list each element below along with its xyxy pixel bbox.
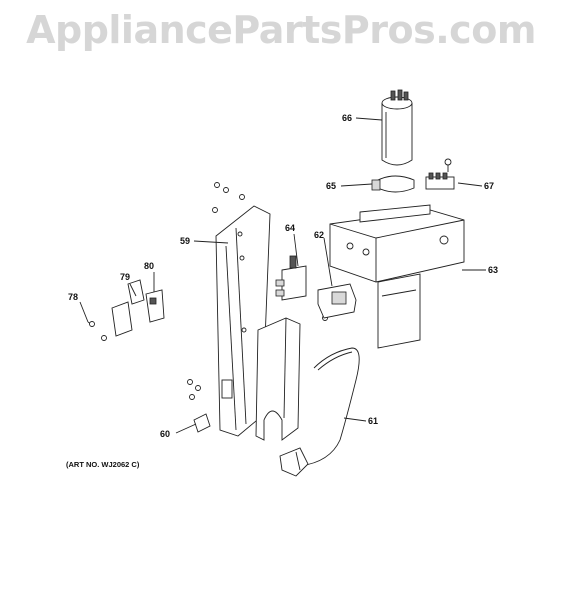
callout-63: 63 <box>488 265 498 275</box>
callout-78: 78 <box>68 292 78 302</box>
callout-65: 65 <box>326 181 336 191</box>
terminal-block-part <box>425 158 455 190</box>
callout-59: 59 <box>180 236 190 246</box>
callout-64: 64 <box>285 223 295 233</box>
watermark-text: AppliancePartsPros.com <box>26 8 536 52</box>
art-number: (ART NO. WJ2062 C) <box>66 460 140 469</box>
leader-lines <box>79 117 486 434</box>
callout-67: 67 <box>484 181 494 191</box>
callout-62: 62 <box>314 230 324 240</box>
capacitor-part <box>381 89 413 166</box>
small-parts-group <box>87 279 165 341</box>
callout-60: 60 <box>160 429 170 439</box>
callout-66: 66 <box>342 113 352 123</box>
callout-80: 80 <box>144 261 154 271</box>
callout-79: 79 <box>120 272 130 282</box>
control-box-part <box>329 204 465 349</box>
relay-part <box>317 283 357 319</box>
screws-part <box>187 182 328 400</box>
clip-part <box>193 413 211 433</box>
cover-panel-part <box>255 317 301 441</box>
switch-part <box>275 255 307 301</box>
power-cord-part <box>279 347 360 477</box>
capacitor-strap-part <box>371 175 415 193</box>
callout-61: 61 <box>368 416 378 426</box>
